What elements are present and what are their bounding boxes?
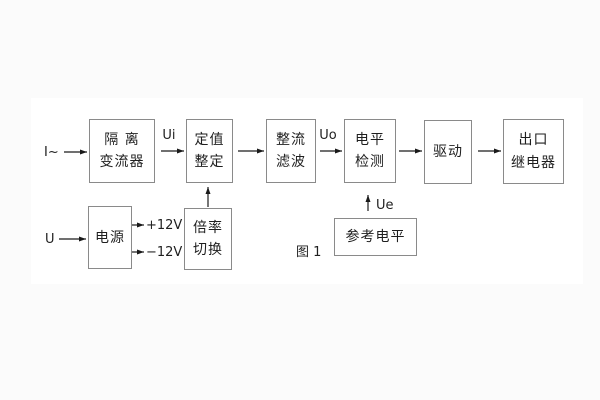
block-reference-level-line1: 参考电平 [345,229,406,245]
label-input-current: I~ [44,145,59,160]
block-setpoint-adjust: 定值 整定 [186,119,233,183]
block-ratio-switch-line2: 切换 [193,242,223,258]
block-isolation-transformer-line1: 隔 离 [104,131,140,148]
label-signal-ue: Ue [376,198,394,213]
block-level-detector: 电平 检测 [344,119,396,183]
block-level-detector-line1: 电平 [355,131,385,148]
block-output-relay-line2: 继电器 [511,155,556,171]
block-setpoint-adjust-line1: 定值 [194,131,225,148]
block-level-detector-line2: 检测 [355,154,385,171]
block-setpoint-adjust-line2: 整定 [194,154,225,171]
block-isolation-transformer-line2: 变流器 [99,154,145,171]
label-signal-ui: Ui [162,128,176,143]
block-ratio-switch-line1: 倍率 [193,220,223,236]
block-output-relay: 出口 继电器 [503,119,564,184]
block-power-supply: 电源 [88,206,132,269]
block-ratio-switch: 倍率 切换 [184,208,232,270]
block-rectifier-filter: 整流 滤波 [266,119,316,183]
label-input-voltage: U [45,232,55,247]
block-rectifier-filter-line1: 整流 [276,131,306,148]
label-rail-minus-12v: −12V [146,245,183,260]
figure-caption: 图 1 [296,245,322,260]
block-isolation-transformer: 隔 离 变流器 [89,119,155,183]
label-signal-uo: Uo [319,128,337,143]
label-rail-plus-12v: +12V [146,218,183,233]
block-reference-level: 参考电平 [334,218,417,256]
block-driver-line1: 驱动 [433,144,463,160]
block-output-relay-line1: 出口 [518,132,549,148]
block-power-supply-line1: 电源 [95,229,125,246]
block-driver: 驱动 [424,120,472,184]
block-rectifier-filter-line2: 滤波 [276,154,306,171]
